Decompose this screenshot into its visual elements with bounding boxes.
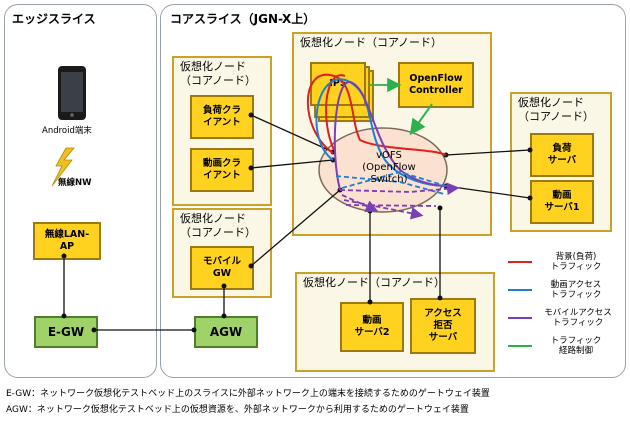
mobile-gw-box: モバイル GW (190, 246, 254, 290)
wireless-lan-ap-box: 無線LAN- AP (33, 222, 101, 260)
openflow-controller-box: OpenFlow Controller (398, 62, 474, 108)
vnode-right-title: 仮想化ノード （コアノード） (518, 96, 595, 123)
legend-green-label: トラフィック 経路制御 (550, 336, 602, 356)
android-label: Android端末 (42, 126, 92, 136)
ips-box: IPS (310, 62, 366, 106)
video-server1-box: 動画 サーバ1 (530, 180, 594, 224)
egw-caption: E-GW：ネットワーク仮想化テストベッド上のスライスに外部ネットワーク上の端末を… (6, 389, 490, 399)
access-deny-server-box: アクセス 拒否 サーバ (410, 298, 476, 354)
vnode-left-top-title: 仮想化ノード （コアノード） (180, 60, 257, 87)
agw-box: AGW (194, 316, 258, 348)
legend-blue-label: 動画アクセス トラフィック (550, 280, 602, 300)
video-server2-box: 動画 サーバ2 (340, 302, 404, 352)
legend-purple-label: モバイルアクセス トラフィック (544, 308, 612, 328)
wireless-nw-label: 無線NW (58, 178, 92, 188)
vnode-left-bottom-title: 仮想化ノード （コアノード） (180, 212, 257, 239)
core-slice-title: コアスライス（JGN-X上） (170, 12, 316, 26)
vnode-center-title: 仮想化ノード（コアノード） (300, 36, 443, 49)
vnode-bottom-title: 仮想化ノード（コアノード） (303, 276, 446, 289)
vofs-label: vOFS (OpenFlow Switch) (362, 150, 416, 185)
legend-red-label: 背景(負荷) トラフィック (550, 252, 602, 272)
egw-box: E-GW (34, 316, 98, 348)
load-client-box: 負荷クラ イアント (190, 95, 254, 139)
load-server-box: 負荷 サーバ (530, 133, 594, 177)
agw-caption: AGW：ネットワーク仮想化テストベッド上の仮想資源を、外部ネットワークから利用す… (6, 405, 469, 415)
edge-slice-title: エッジスライス (12, 12, 96, 26)
video-client-box: 動画クラ イアント (190, 148, 254, 192)
